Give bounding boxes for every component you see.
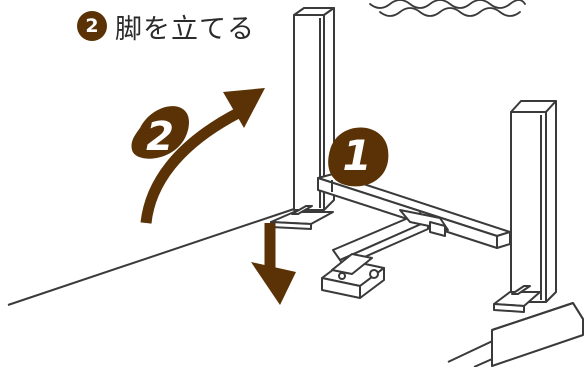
right-leg [510,100,557,303]
wavy-tear-line [369,0,526,17]
corner-block-right [491,302,584,367]
step-caption-text: 脚を立てる [115,13,255,45]
step-number-badge: 2 [77,11,107,41]
left-foot-plate [270,205,334,230]
marker-2: 2 [131,106,190,160]
step-caption: 2 脚を立てる [77,8,255,45]
marker-2-label: 2 [146,114,174,160]
down-arrow [251,223,296,305]
curved-up-arrow [140,88,265,224]
right-foot-plate [493,285,541,313]
marker-1: 1 [328,127,389,187]
marker-1-label: 1 [342,131,371,180]
hinge-bracket [321,253,385,299]
